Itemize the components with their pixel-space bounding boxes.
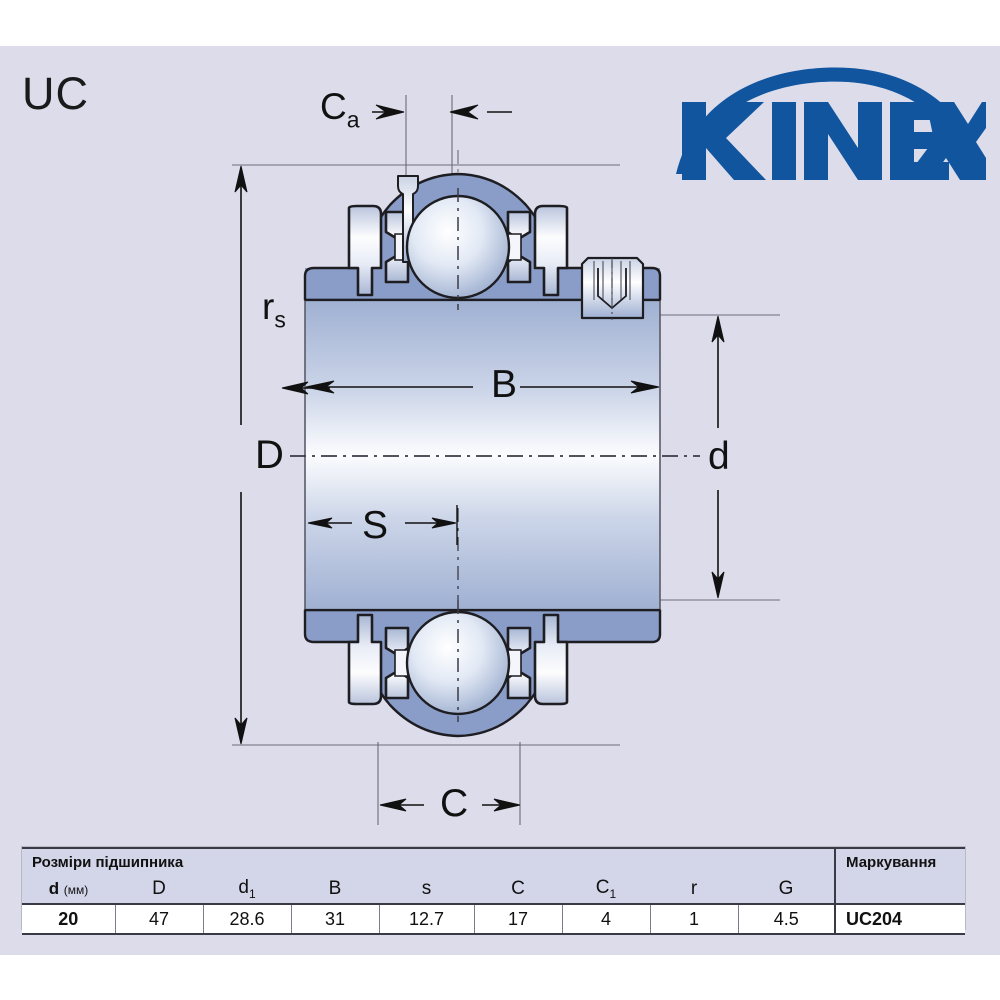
dimension-arrow-D [234,165,248,745]
dimension-label-d-outer: D [255,433,284,477]
dimension-arrow-B [305,380,660,394]
value-cell-C1: 4 [561,903,650,935]
marking-title-cell: Маркування [834,847,966,875]
dimension-label-c: C [440,782,469,825]
kinex-logo [668,62,988,182]
header-cell-d1: d1 [203,875,291,904]
header-cell-d: d (мм) [22,875,115,904]
header-cell-marking-blank [834,875,966,904]
dimension-label-rs: rs [262,286,286,333]
inner-ring-bore [305,300,660,610]
grease-nipple [580,256,645,320]
dimension-label-b: B [491,363,518,406]
value-cell-marking: UC204 [834,903,966,935]
dimension-label-d-bore: d [708,435,730,478]
value-cell-d1: 28.6 [202,903,291,935]
table-value-row: 20 47 28.6 31 12.7 17 4 1 4.5 UC204 [22,903,966,935]
header-cell-D: D [115,875,203,904]
group-title-cell: Розміри підшипника [22,847,836,875]
seal-lower-right [506,613,569,706]
value-cell-B: 31 [290,903,379,935]
header-cell-C: C [474,875,562,904]
value-cell-d: 20 [22,903,115,935]
dimension-arrow-ca [372,104,512,120]
header-cell-B: B [291,875,379,904]
dimension-label-ca: Ca [320,86,360,133]
dimension-arrow-d [711,315,725,599]
specification-table: Розміри підшипника Маркування d (мм) D d… [22,847,966,935]
table-header-row: d (мм) D d1 B s C C1 r G [22,875,966,904]
seal-upper-right [506,204,569,297]
series-label: UC [22,68,89,119]
header-cell-C1: C1 [562,875,650,904]
dimension-label-s: S [362,504,389,547]
table-group-title-row: Розміри підшипника Маркування [22,847,966,875]
dimension-arrow-C [379,798,521,812]
header-cell-G: G [738,875,836,904]
header-cell-s: s [379,875,474,904]
value-cell-C: 17 [473,903,562,935]
dimension-arrow-S [307,505,458,545]
value-cell-s: 12.7 [378,903,474,935]
value-cell-D: 47 [114,903,203,935]
header-cell-r: r [650,875,738,904]
value-cell-r: 1 [649,903,738,935]
seal-lower-left [347,613,410,706]
value-cell-G: 4.5 [737,903,836,935]
